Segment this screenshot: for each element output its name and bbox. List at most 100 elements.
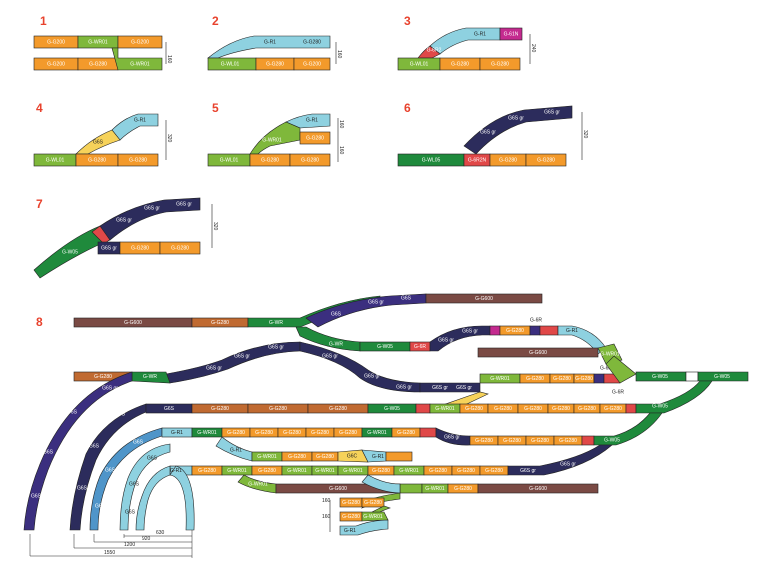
segment-label: G6S bbox=[147, 455, 158, 461]
segment-label: G6S bbox=[95, 503, 106, 509]
track-segment-g280 bbox=[525, 153, 567, 167]
track-segment-g280 bbox=[299, 131, 331, 145]
track-segment-g6r bbox=[625, 403, 637, 414]
track-segment-g61n bbox=[489, 325, 501, 336]
segment-label: G-R1 bbox=[170, 468, 182, 474]
dimension-label: 160 bbox=[322, 498, 331, 504]
panel-number: 6 bbox=[404, 101, 411, 115]
segment-label: G-WR01 bbox=[248, 481, 268, 487]
segment-label: G6S gr bbox=[480, 129, 496, 135]
segment-label: G-W05 bbox=[652, 403, 668, 409]
panel-7: 7 G-W05 G6S gr G6S gr G6S gr G6S gr G-G2… bbox=[33, 197, 218, 279]
segment-label: G-WL05 bbox=[422, 157, 441, 163]
track-segment-g200 bbox=[293, 57, 331, 71]
dimension-label: 320 bbox=[212, 222, 218, 231]
segment-label: G6S gr bbox=[462, 328, 478, 334]
segment-label: G6S gr bbox=[268, 344, 284, 350]
segment-label: G-WR01 bbox=[435, 406, 455, 412]
track-segment-g6s bbox=[23, 371, 133, 531]
segment-label: G-G600 bbox=[124, 320, 142, 326]
dimension-label: 320 bbox=[166, 134, 172, 143]
track-segment-g6r2 bbox=[417, 45, 441, 59]
segment-label: G-R1 bbox=[474, 31, 486, 37]
segment-label: G-G280 bbox=[198, 468, 216, 474]
segment-label: G-WR bbox=[269, 320, 283, 326]
track-segment-gg600 bbox=[477, 347, 599, 358]
track-segment-gw05 bbox=[635, 380, 713, 414]
segment-label: G6S bbox=[331, 311, 342, 317]
segment-label: G6S gr bbox=[438, 337, 454, 343]
segment-label: G-6R bbox=[530, 317, 542, 323]
segment-label: G-G280 bbox=[339, 430, 357, 436]
panel-3: 3 G-R1 G-61N G-6R2 G-WL01 G-G280 G-G280 … bbox=[397, 14, 536, 71]
segment-label: G-WR01 bbox=[600, 351, 620, 357]
segment-label: G-WL01 bbox=[46, 157, 65, 163]
segment-label: G6S bbox=[115, 411, 126, 417]
panel-number: 4 bbox=[36, 101, 43, 115]
track-segment-g6r bbox=[419, 427, 437, 438]
dimension-label: 160 bbox=[336, 50, 342, 59]
track-segment-g6r bbox=[75, 129, 121, 155]
segment-label: G-G280 bbox=[89, 61, 107, 67]
segment-label: G-G280 bbox=[303, 39, 321, 45]
segment-label: G6S bbox=[164, 406, 175, 412]
segment-label: G6S gr bbox=[508, 115, 524, 121]
track-segment-g200 bbox=[117, 35, 163, 49]
segment-label: G-R1 bbox=[134, 117, 146, 123]
arc-dimensions: 630 920 1200 1550 bbox=[29, 530, 193, 558]
segment-label: G-R1 bbox=[566, 328, 578, 334]
panel-number: 2 bbox=[212, 14, 219, 28]
track-segment-g61n bbox=[499, 27, 523, 41]
segment-label: G-G600 bbox=[529, 350, 547, 356]
segment-label: G6S gr bbox=[234, 353, 250, 359]
segment-label: G6S gr bbox=[102, 385, 118, 391]
segment-label: G6S gr bbox=[116, 217, 132, 223]
track-segment-gwr01 bbox=[399, 483, 423, 494]
segment-label: G-G280 bbox=[537, 157, 555, 163]
segment-label: G-WR01 bbox=[399, 468, 419, 474]
panel-8: 8 G-G600 G-G280 G-WR G6S G6S gr G6S G-G6… bbox=[23, 293, 749, 558]
segment-label: G-G280 bbox=[397, 430, 415, 436]
segment-label: G-WR bbox=[329, 341, 343, 347]
track-segment-gk bbox=[685, 371, 699, 382]
segment-label: G-R1 bbox=[171, 430, 183, 436]
dimension-label: 920 bbox=[142, 536, 151, 542]
segment-label: G6S gr bbox=[544, 109, 560, 115]
segment-label: G-R1 bbox=[264, 39, 276, 45]
segment-label: G-G280 bbox=[364, 500, 382, 506]
panel-number: 1 bbox=[40, 14, 47, 28]
dimension-label: 630 bbox=[156, 530, 165, 536]
segment-label: G-WR01 bbox=[88, 39, 108, 45]
segment-label: G-G280 bbox=[171, 245, 189, 251]
track-segment-g6s-gr bbox=[99, 197, 201, 241]
segment-label: G-WR01 bbox=[130, 61, 150, 67]
track-segment-gr1 bbox=[135, 465, 171, 531]
track-segment-g6r bbox=[581, 435, 595, 446]
track-segment-g280 bbox=[159, 241, 201, 255]
track-segment-g280 bbox=[479, 57, 521, 71]
segment-label: G-WR01 bbox=[287, 468, 307, 474]
segment-label: G-W05 bbox=[62, 249, 78, 255]
track-segment-g280 bbox=[117, 153, 159, 167]
segment-label: G-G200 bbox=[303, 61, 321, 67]
segment-label: G6S gr bbox=[520, 468, 536, 474]
segment-label: G-WR bbox=[143, 374, 157, 380]
segment-label: G-G280 bbox=[451, 61, 469, 67]
dimension-label: 240 bbox=[530, 44, 536, 53]
segment-label: G-G280 bbox=[475, 438, 493, 444]
segment-label: G-G280 bbox=[316, 454, 334, 460]
segment-label: G6S gr bbox=[396, 384, 412, 390]
track-segment-gr1 bbox=[207, 35, 331, 59]
track-segment-gr1 bbox=[111, 113, 159, 141]
segment-label: G6S bbox=[401, 295, 412, 301]
segment-label: G-G280 bbox=[301, 157, 319, 163]
track-segment-g6s-gr bbox=[463, 105, 573, 155]
track-segment-g6s-gr bbox=[429, 325, 491, 352]
panel-6: 6 G6S gr G6S gr G6S gr G-WL05 G-6R2N G-G… bbox=[397, 101, 588, 167]
segment-label: G6C bbox=[347, 453, 358, 459]
segment-label: G-R1 bbox=[230, 447, 242, 453]
track-segment-g6r bbox=[539, 325, 559, 336]
dimension-label: 1550 bbox=[104, 550, 115, 556]
segment-label: G-W05 bbox=[377, 344, 393, 350]
dimension-label: 160 bbox=[338, 146, 344, 155]
